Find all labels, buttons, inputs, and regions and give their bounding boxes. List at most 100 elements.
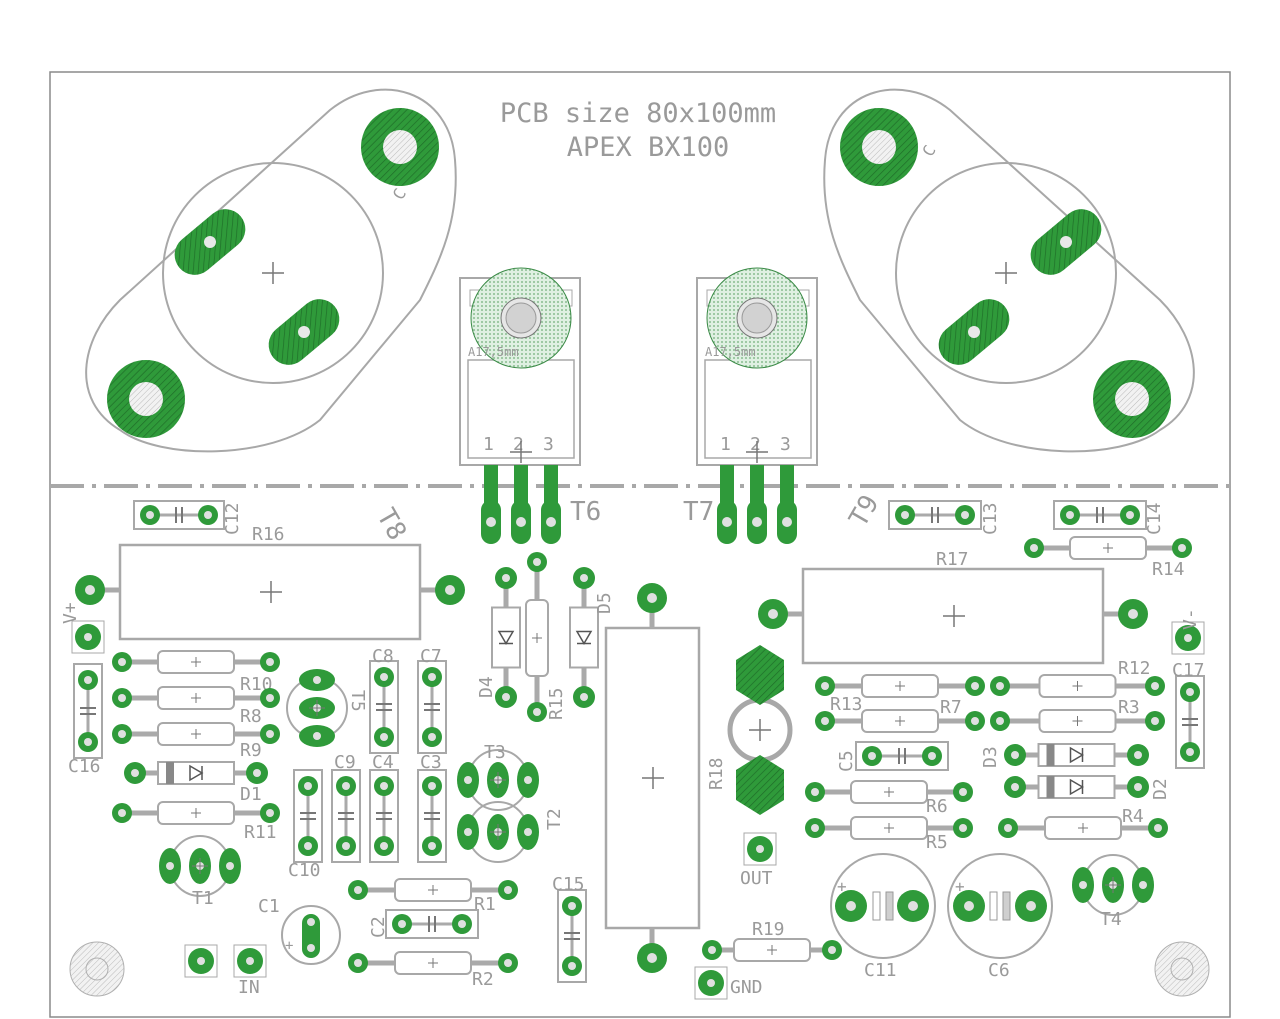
capacitor-c3: C3 [417,752,447,863]
capacitor-c12: C12 [133,500,243,535]
transistor-t4: T4 [1072,854,1154,930]
svg-text:R14: R14 [1152,559,1185,580]
c6-polarity: + [955,877,965,896]
resistor-r18: R18 [604,583,727,973]
c1-label: C1 [258,896,280,917]
capacitor-c8: C8 [369,646,399,754]
svg-text:R9: R9 [240,740,262,761]
capacitor-c16: C16 [68,663,103,777]
svg-text:C4: C4 [372,752,394,773]
svg-text:C2: C2 [368,916,389,938]
diodes: D1 D2 D3 D4 D5 [124,567,1171,805]
svg-text:C3: C3 [420,752,442,773]
svg-text:GND: GND [730,977,763,998]
t7-heatsink-label: A17,5mm [705,345,756,359]
svg-text:IN: IN [238,977,260,998]
output-coil [727,645,793,815]
svg-text:T4: T4 [1100,909,1122,930]
resistor-r17: R17 [758,549,1148,665]
transistor-t9: C T9 [823,88,1195,532]
resistor-r10: R10 [112,650,280,695]
t6-pin3: 3 [543,434,554,455]
resistor-r8: R8 [112,686,280,727]
t7-pin1: 1 [720,434,731,455]
resistor-r13: R13 [815,674,985,715]
svg-text:R19: R19 [752,919,785,940]
svg-text:R15: R15 [546,687,567,720]
t9-pin-mark: C [918,142,939,160]
diode-d5: D5 [569,567,615,708]
r18-label: R18 [706,757,727,790]
svg-text:T3: T3 [484,742,506,763]
resistor-r4: R4 [998,806,1168,840]
capacitor-c11: + C11 [830,853,936,981]
svg-text:R2: R2 [472,969,494,990]
transistor-t8: C T8 [85,88,457,546]
resistor-r15: R15 [525,552,567,722]
t8-label: T8 [370,504,412,546]
svg-text:D1: D1 [240,784,262,805]
resistor-r16: R16 [75,524,465,641]
svg-text:T5: T5 [347,690,368,712]
svg-text:D3: D3 [980,746,1001,768]
t6-pin2: 2 [513,434,524,455]
svg-text:D5: D5 [594,592,615,614]
capacitor-c17: C17 [1172,660,1205,769]
t7-pin3: 3 [780,434,791,455]
c11-label: C11 [864,960,897,981]
svg-text:R11: R11 [244,822,277,843]
t7-pin2: 2 [750,434,761,455]
diode-d2: D2 [1004,775,1171,800]
svg-text:C10: C10 [288,860,321,881]
t7-label: T7 [683,497,714,527]
svg-text:D2: D2 [1150,778,1171,800]
resistor-r6: R6 [805,780,973,817]
resistor-r12: R12 [990,658,1165,698]
svg-text:R5: R5 [926,832,948,853]
capacitor-c6: + C6 [947,853,1053,981]
svg-text:C13: C13 [980,502,1001,535]
svg-text:R1: R1 [474,894,496,915]
capacitor-c10: C10 [288,769,323,881]
r17-label: R17 [936,549,969,570]
resistor-r14: R14 [1024,536,1192,580]
c11-polarity: + [837,877,847,896]
resistor-r2: R2 [348,951,518,990]
svg-text:C14: C14 [1144,502,1165,535]
capacitor-c15: C15 [552,874,587,983]
resistor-r7: R7 [815,697,985,733]
diode-d3: D3 [980,743,1149,768]
capacitor-c1: + C1 [258,896,341,965]
t8-pin-mark: C [389,185,410,203]
t6-label: T6 [570,497,601,527]
svg-text:C12: C12 [222,502,243,535]
transistor-t6: A17,5mm 1 2 3 T6 [459,267,601,544]
connector-vplus: V+ [60,602,105,654]
svg-text:C15: C15 [552,874,585,895]
t6-heatsink-label: A17,5mm [468,345,519,359]
svg-text:D4: D4 [476,676,497,698]
transistor-t1: T1 [159,835,241,909]
svg-text:C17: C17 [1172,660,1205,681]
resistor-r3: R3 [990,697,1165,733]
t9-label: T9 [844,490,886,532]
connector-gnd: GND [694,966,763,1000]
board-outline [49,71,1231,1018]
capacitor-c4: C4 [369,752,399,863]
svg-text:C7: C7 [420,646,442,667]
svg-text:R6: R6 [926,796,948,817]
capacitor-c7: C7 [417,646,447,754]
transistor-t5: T5 [286,669,368,747]
svg-text:R12: R12 [1118,658,1151,679]
capacitor-c2: C2 [368,909,479,939]
svg-text:R3: R3 [1118,697,1140,718]
capacitor-c5: C5 [836,741,949,772]
svg-text:C16: C16 [68,756,101,777]
svg-text:C9: C9 [334,752,356,773]
capacitor-c13: C13 [888,500,1001,535]
board-subtitle: APEX BX100 [567,132,730,163]
